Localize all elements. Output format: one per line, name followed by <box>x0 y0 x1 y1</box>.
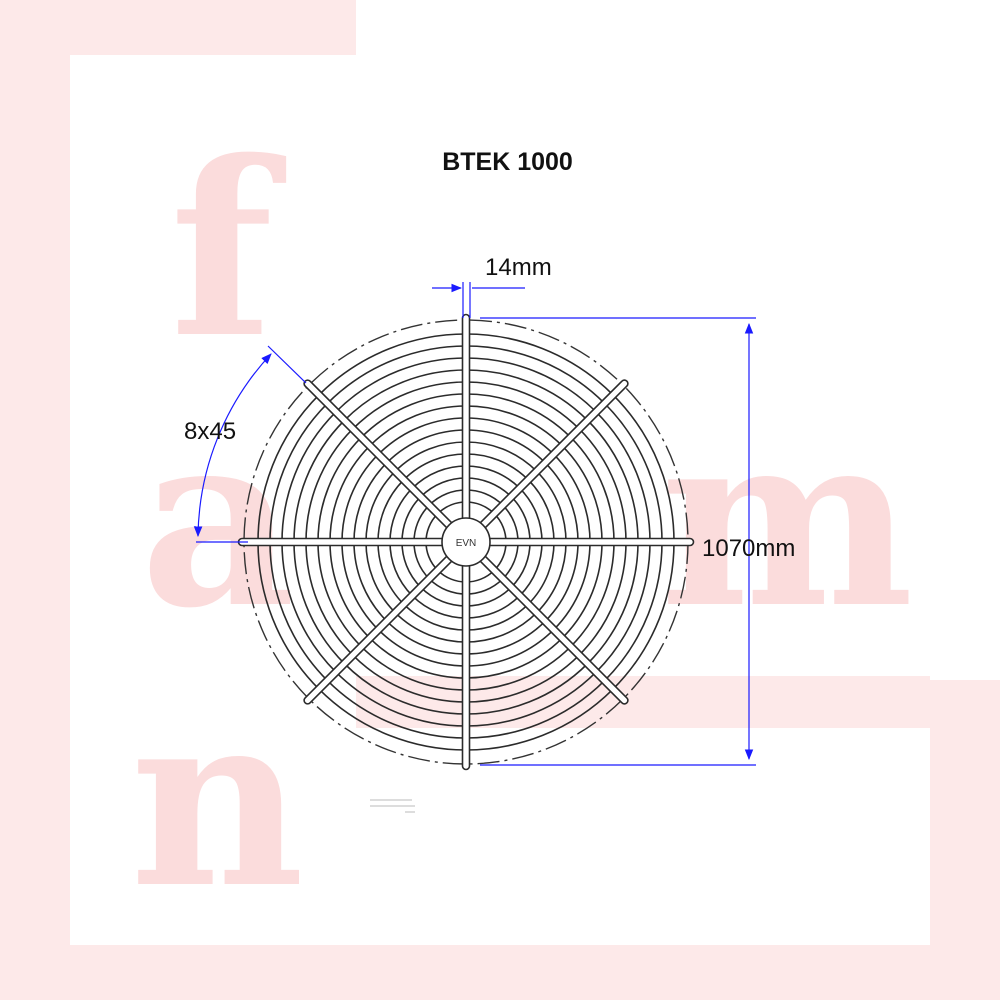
hub-circle <box>441 517 491 567</box>
spoke-8 <box>479 379 629 529</box>
spoke-5 <box>237 537 442 547</box>
angle-dimension <box>193 345 307 543</box>
spoke-7 <box>461 313 471 518</box>
spoke-3 <box>461 566 471 771</box>
width-dimension-label: 14mm <box>485 254 552 281</box>
watermark-letter-n: n <box>130 659 305 941</box>
spoke-6 <box>303 379 453 529</box>
watermark-letter-m: m <box>660 379 914 661</box>
small-mark <box>370 799 415 813</box>
diameter-dimension-label: 1070mm <box>702 535 796 562</box>
diameter-dimension <box>480 317 756 766</box>
angle-dimension-label: 8x45 <box>184 418 237 445</box>
center-logo: EVN <box>456 538 477 549</box>
spoke-1 <box>490 537 695 547</box>
watermark-letter-f: f <box>170 109 274 391</box>
spoke-4 <box>303 555 453 705</box>
width-dimension <box>432 282 525 318</box>
drawing-title: BTEK 1000 <box>442 148 573 176</box>
spoke-2 <box>479 555 629 705</box>
